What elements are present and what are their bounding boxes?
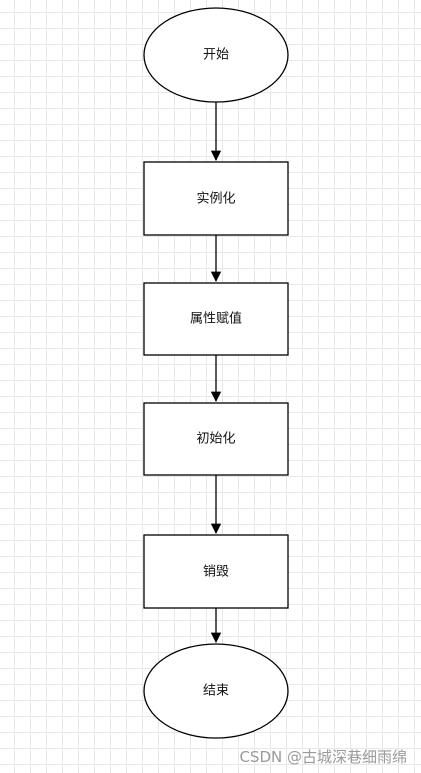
start-node: 开始: [143, 7, 289, 103]
initialize-node: 初始化: [143, 402, 289, 476]
assign-properties-label: 属性赋值: [190, 311, 242, 327]
destroy-label: 销毁: [203, 565, 229, 580]
initialize-label: 初始化: [196, 432, 235, 447]
watermark: CSDN @古城深巷细雨绵: [239, 748, 407, 766]
destroy-node: 销毁: [143, 534, 289, 609]
end-node: 结束: [143, 643, 289, 739]
end-label: 结束: [203, 684, 229, 699]
instantiate-node: 实例化: [143, 161, 289, 236]
assign-properties-node: 属性赋值: [143, 282, 289, 356]
instantiate-label: 实例化: [196, 192, 235, 207]
start-label: 开始: [203, 48, 229, 63]
